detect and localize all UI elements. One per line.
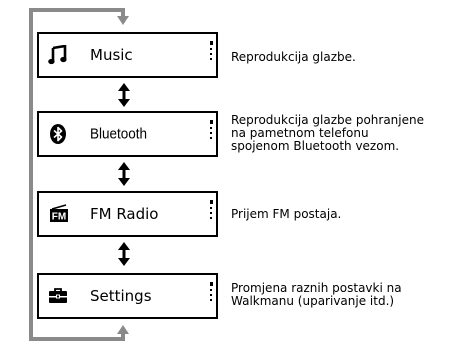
loop-line-left (29, 8, 33, 341)
description-music: Reprodukcija glazbe. (231, 50, 356, 64)
scroll-dots-icon (210, 41, 213, 71)
svg-text:FM: FM (52, 212, 66, 223)
double-arrow-icon (118, 83, 130, 107)
description-settings: Promjena raznih postavki na Walkmanu (up… (231, 281, 402, 308)
music-note-icon (48, 45, 67, 65)
menu-item-label: Bluetooth (90, 125, 148, 143)
double-arrow-icon (118, 162, 130, 186)
menu-item-label: FM Radio (90, 205, 159, 223)
scroll-dots-icon (210, 120, 213, 150)
loop-arrow-down-icon (117, 16, 129, 25)
bluetooth-icon (50, 124, 66, 144)
loop-line-bottom (29, 337, 125, 341)
menu-item-settings[interactable]: Settings (37, 273, 218, 319)
double-arrow-icon (118, 242, 130, 266)
loop-line-bottom-rise (121, 332, 125, 341)
menu-item-label: Settings (90, 287, 152, 305)
description-bluetooth: Reprodukcija glazbe pohranjene na pametn… (231, 113, 424, 153)
menu-item-music[interactable]: Music (37, 32, 218, 78)
scroll-dots-icon (210, 282, 213, 312)
menu-item-fm-radio[interactable]: FM FM Radio (37, 191, 218, 237)
menu-item-bluetooth[interactable]: Bluetooth (37, 111, 218, 157)
menu-item-label: Music (90, 46, 133, 64)
description-fm-radio: Prijem FM postaja. (231, 207, 342, 221)
scroll-dots-icon (210, 200, 213, 230)
fm-radio-icon: FM (50, 204, 68, 223)
loop-arrow-up-icon (117, 325, 129, 334)
loop-line-top (29, 8, 125, 12)
loop-line-top-drop (121, 8, 125, 18)
settings-toolbox-icon (49, 288, 67, 303)
